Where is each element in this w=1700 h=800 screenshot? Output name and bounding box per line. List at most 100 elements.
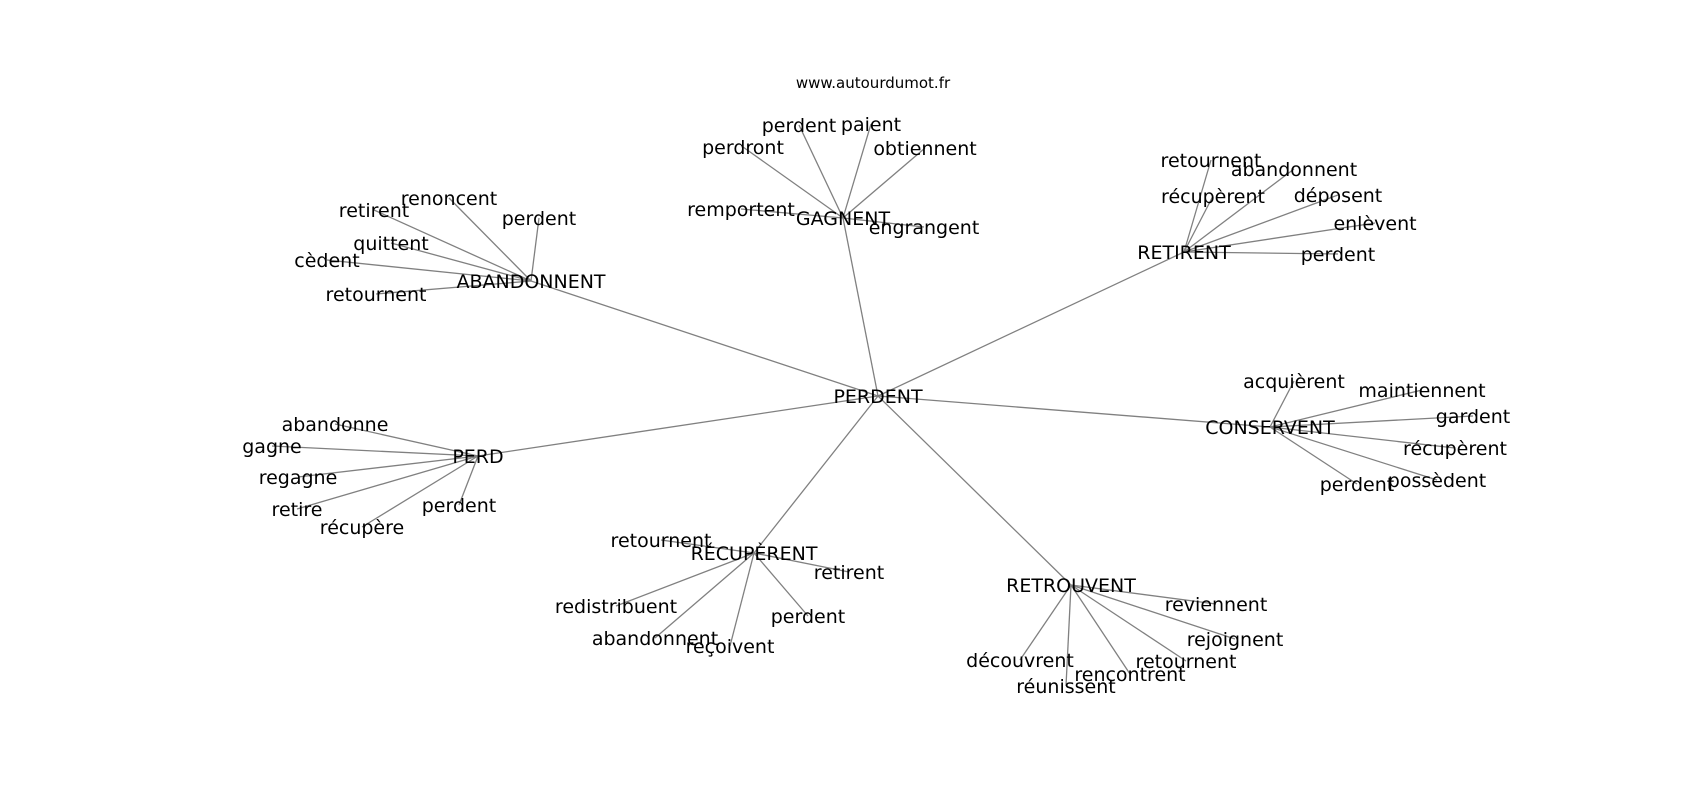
leaf-word: obtiennent: [873, 138, 976, 160]
leaf-word: maintiennent: [1358, 380, 1485, 402]
center-word: PERDENT: [833, 386, 923, 408]
leaf-word: retournent: [1161, 150, 1262, 172]
hub-leaf-edge: [1269, 426, 1438, 481]
hub-leaf-edge: [1183, 195, 1214, 253]
hub-leaf-edge: [660, 539, 755, 554]
leaf-word: récupère: [320, 517, 404, 539]
hub-leaf-edge: [798, 124, 844, 219]
leaf-word: remportent: [687, 199, 795, 221]
leaf-word: rencontrent: [1074, 664, 1185, 686]
leaf-word: acquièrent: [1243, 371, 1345, 393]
leaf-word: déposent: [1294, 185, 1383, 207]
leaf-word: perdent: [422, 495, 496, 517]
leaf-word: quittent: [353, 233, 428, 255]
hub-leaf-edge: [615, 552, 755, 607]
source-label: www.autourdumot.fr: [796, 74, 951, 92]
leaf-word: abandonnent: [1231, 159, 1357, 181]
hub-leaf-edge: [390, 242, 532, 282]
leaf-word: enlèvent: [1333, 213, 1416, 235]
hub-word: CONSERVENT: [1205, 417, 1335, 439]
hub-leaf-edge: [1269, 415, 1474, 428]
hub-leaf-edge: [1070, 584, 1236, 640]
hub-leaf-edge: [296, 455, 479, 510]
hub-leaf-edge: [271, 445, 479, 457]
hub-leaf-edge: [1070, 584, 1217, 605]
hub-word: PERD: [452, 446, 503, 468]
leaf-word: retournent: [326, 284, 427, 306]
center-hub-edge: [477, 395, 879, 457]
leaf-word: gagne: [242, 436, 302, 458]
hub-word: GAGNENT: [796, 208, 891, 230]
center-hub-edge: [877, 251, 1185, 397]
hub-leaf-edge: [842, 123, 872, 219]
leaf-word: reviennent: [1165, 594, 1268, 616]
leaf-word: perdent: [1320, 474, 1394, 496]
hub-leaf-edge: [842, 217, 925, 228]
hub-leaf-edge: [1269, 426, 1456, 449]
leaf-word: retournent: [1136, 651, 1237, 673]
leaf-word: possèdent: [1388, 470, 1486, 492]
hub-leaf-edge: [740, 208, 844, 219]
hub-leaf-edge: [753, 552, 850, 573]
hub-leaf-edge: [729, 552, 755, 647]
leaf-word: retournent: [611, 530, 712, 552]
leaf-word: perdent: [771, 606, 845, 628]
hub-word: RETROUVENT: [1006, 575, 1136, 597]
leaf-word: retirent: [814, 562, 884, 584]
hub-leaf-edge: [753, 552, 809, 617]
hub-leaf-edge: [458, 455, 479, 506]
hub-word: RÉCUPÈRENT: [691, 542, 818, 565]
center-hub-edge: [842, 217, 879, 397]
hub-leaf-edge: [1269, 426, 1358, 485]
hub-leaf-edge: [1183, 159, 1212, 253]
leaf-word: retirent: [339, 200, 409, 222]
leaf-word: découvrent: [966, 650, 1074, 672]
leaf-word: rejoignent: [1187, 629, 1284, 651]
hub-leaf-edge: [1070, 584, 1131, 675]
hub-leaf-edge: [742, 146, 844, 219]
hub-leaf-edge: [654, 552, 755, 639]
leaf-word: gardent: [1436, 406, 1510, 428]
hub-leaf-edge: [1183, 168, 1295, 253]
hub-leaf-edge: [1183, 222, 1376, 253]
center-hub-edge: [530, 280, 879, 397]
hub-leaf-edge: [1183, 251, 1339, 255]
leaf-word: récupèrent: [1161, 186, 1265, 208]
hub-leaf-edge: [1269, 380, 1295, 428]
leaf-word: perdent: [502, 208, 576, 230]
leaf-word: cèdent: [294, 250, 359, 272]
leaf-word: engrangent: [869, 217, 980, 239]
hub-leaf-edge: [334, 423, 479, 457]
leaf-word: reçoivent: [686, 636, 775, 658]
hub-leaf-edge: [1183, 194, 1339, 253]
hub-leaf-edge: [297, 455, 479, 478]
hub-leaf-edge: [361, 455, 479, 528]
leaf-word: abandonnent: [592, 628, 718, 650]
leaf-word: regagne: [259, 467, 338, 489]
hub-word: ABANDONNENT: [456, 271, 605, 293]
leaf-word: perdent: [762, 115, 836, 137]
hub-leaf-edge: [842, 147, 926, 219]
hub-leaf-edge: [373, 209, 532, 282]
hub-leaf-edge: [375, 280, 532, 295]
leaf-word: perdront: [702, 137, 784, 159]
leaf-word: abandonne: [282, 414, 389, 436]
hub-word: RETIRENT: [1137, 242, 1231, 264]
hub-leaf-edge: [1019, 584, 1072, 661]
leaf-word: récupèrent: [1403, 438, 1507, 460]
center-hub-edge: [753, 395, 879, 554]
leaf-word: renoncent: [401, 188, 497, 210]
leaf-word: redistribuent: [555, 596, 677, 618]
hub-leaf-edge: [530, 217, 540, 282]
center-hub-edge: [877, 395, 1271, 428]
leaf-word: paient: [841, 114, 901, 136]
hub-leaf-edge: [448, 197, 532, 282]
leaf-word: retire: [272, 499, 323, 521]
leaf-word: réunissent: [1016, 676, 1115, 698]
hub-leaf-edge: [326, 259, 532, 282]
edges-layer: [271, 123, 1474, 687]
hub-leaf-edge: [1269, 389, 1423, 428]
center-hub-edge: [877, 395, 1072, 586]
